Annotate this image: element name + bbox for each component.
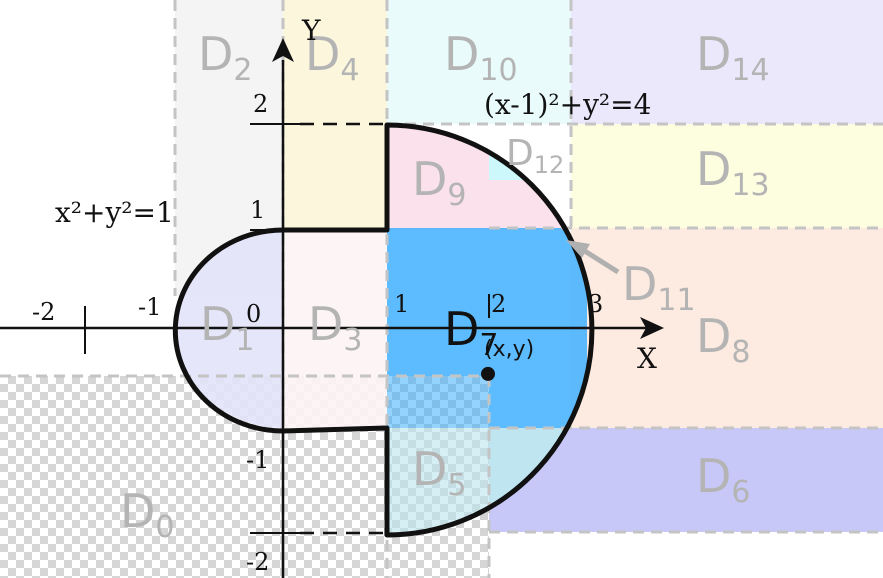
region-label-d12: D12	[506, 133, 564, 179]
region-label-d0: D0	[120, 484, 175, 545]
region-d10-fill	[387, 0, 571, 124]
equation-unit-circle: x²+y²=1	[55, 196, 174, 229]
region-label-d9: D9	[412, 152, 467, 213]
domain-outline	[172, 122, 595, 538]
y-axis-label: Y	[301, 14, 321, 47]
axes	[0, 38, 664, 578]
y-tick-label-2: 2	[253, 90, 268, 118]
region-label-d3: D3	[308, 297, 363, 358]
x-axis-arrow-icon	[640, 317, 664, 339]
y-tick-label-minus2: -2	[246, 548, 269, 576]
region-label-d4: D4	[305, 27, 360, 88]
x-axis-label: X	[637, 342, 657, 375]
region-label-d6: D6	[696, 449, 751, 510]
region-labels: D0 D1 D2 D3 D4 D5 D6 D8 D9 D10 D11 D12 D…	[120, 27, 770, 545]
region-label-d11: D11	[622, 257, 696, 318]
x-tick-label-minus1: -1	[138, 293, 161, 321]
region-d14-fill	[571, 0, 883, 124]
x-tick-label-1: 1	[394, 290, 409, 318]
x-tick-label-minus2: -2	[32, 298, 55, 326]
region-label-d7: D7	[444, 302, 499, 363]
region-label-d13: D13	[696, 142, 770, 203]
region-label-d8: D8	[696, 309, 751, 370]
region-label-d10: D10	[444, 27, 518, 88]
equation-shifted-circle: (x-1)²+y²=4	[484, 88, 651, 121]
sample-point	[481, 366, 495, 381]
region-d13-fill	[571, 124, 883, 228]
x-tick-label-2: 2	[491, 290, 506, 318]
y-tick-label-minus1: -1	[246, 446, 269, 474]
region-label-d2: D2	[198, 27, 253, 88]
y-tick-label-1: 1	[250, 196, 265, 224]
region-d4-fill	[283, 0, 387, 230]
sample-point-label: (x,y)	[484, 337, 534, 362]
y-axis-arrow-icon	[272, 38, 294, 62]
x-tick-label-3: 3	[588, 290, 603, 318]
x-tick-label-0: 0	[246, 300, 261, 328]
region-d5-checker	[387, 376, 489, 534]
region-label-d14: D14	[696, 27, 770, 88]
d11-pointer-arrow-icon	[566, 240, 620, 275]
region-label-d5: D5	[412, 442, 467, 503]
region-label-d1: D1	[200, 297, 255, 358]
